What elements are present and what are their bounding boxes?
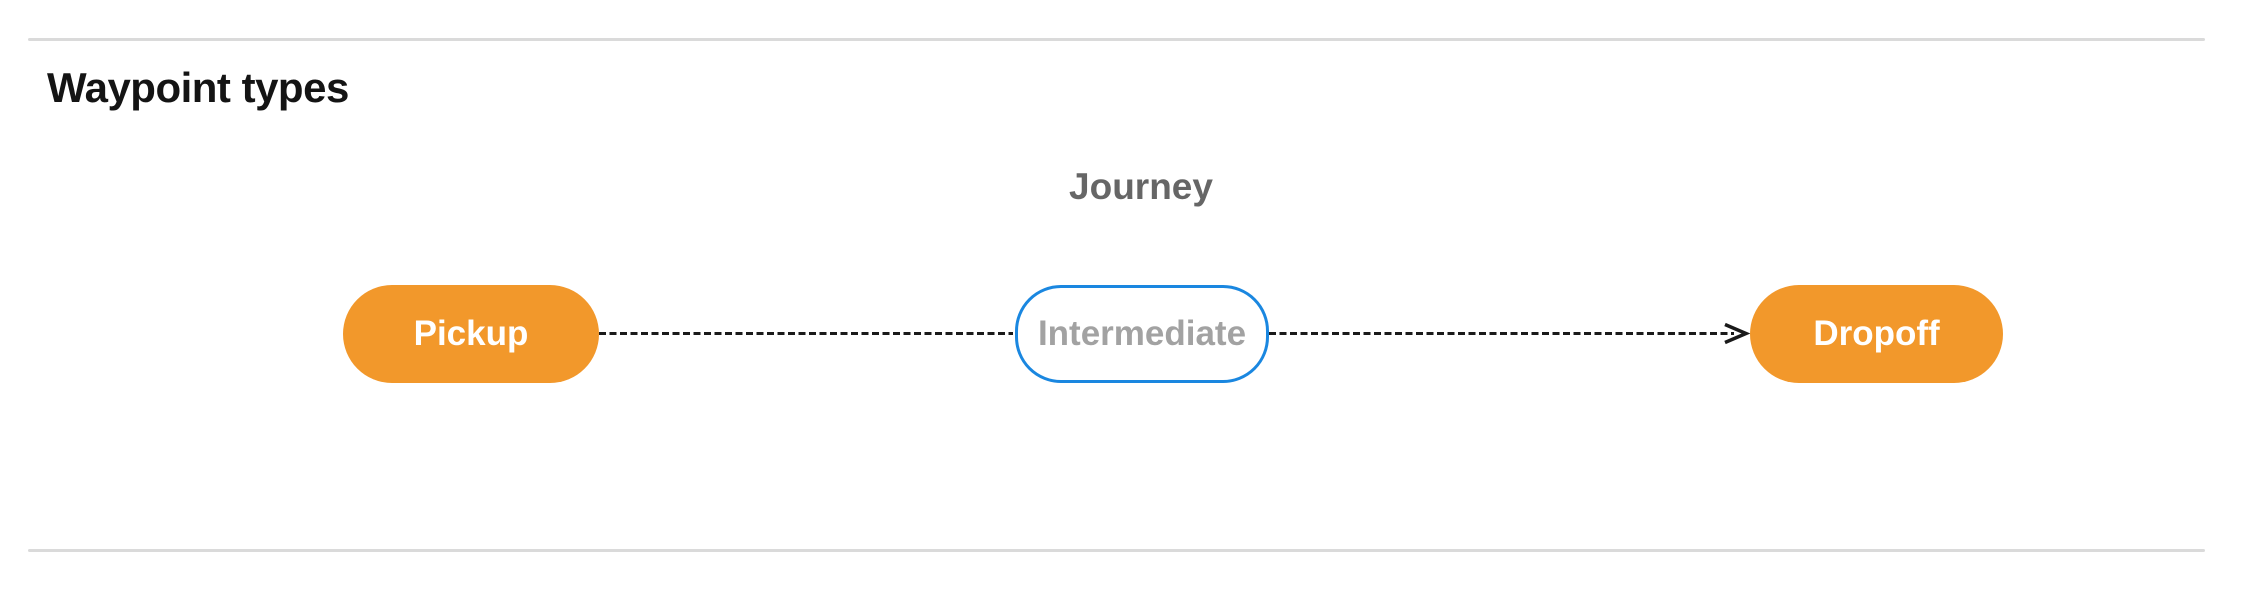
node-dropoff-label: Dropoff (1813, 314, 1940, 353)
arrowhead-icon (1724, 322, 1751, 345)
node-intermediate: Intermediate (1015, 285, 1269, 383)
page-title: Waypoint types (47, 64, 349, 111)
node-dropoff: Dropoff (1750, 285, 2003, 383)
node-pickup: Pickup (343, 285, 599, 383)
node-pickup-label: Pickup (413, 314, 529, 353)
journey-label: Journey (1069, 166, 1213, 207)
bottom-divider (28, 549, 2205, 552)
top-divider (28, 38, 2205, 41)
node-intermediate-label: Intermediate (1037, 314, 1247, 353)
